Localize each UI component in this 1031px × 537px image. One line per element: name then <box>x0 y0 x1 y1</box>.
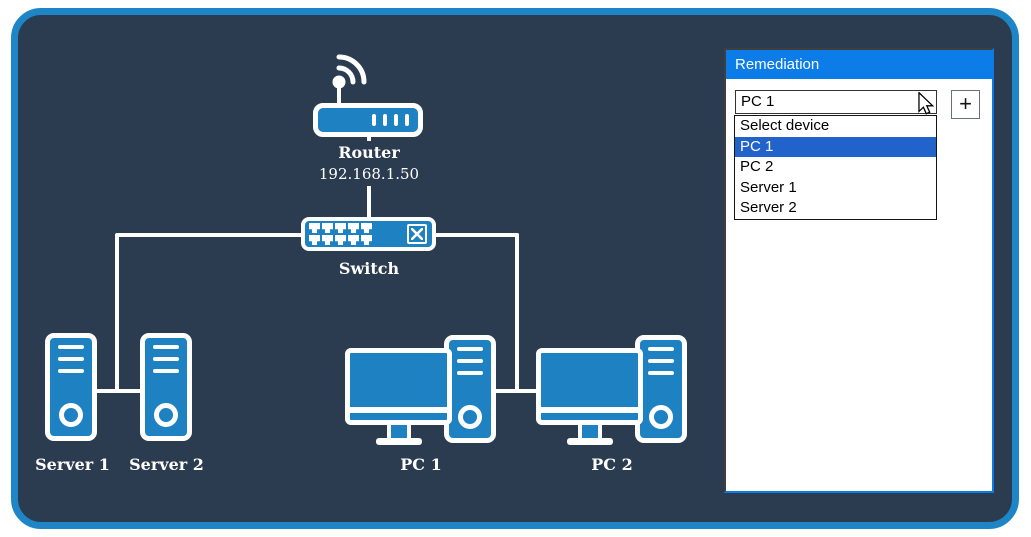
wire-left-vertical <box>115 233 119 393</box>
server2-icon[interactable] <box>140 333 192 441</box>
remediation-panel-header: Remediation <box>726 50 992 79</box>
server2-label: Server 2 <box>129 455 204 474</box>
option-pc1[interactable]: PC 1 <box>735 136 936 158</box>
option-pc2[interactable]: PC 2 <box>740 158 774 176</box>
switch-x-icon <box>407 224 427 244</box>
pc2-stand-base <box>567 438 613 445</box>
pc2-tower-icon[interactable] <box>635 335 687 443</box>
wire-switch-right-horizontal <box>432 233 519 237</box>
pc1-stand <box>387 425 411 440</box>
option-select-device[interactable]: Select device <box>740 117 830 134</box>
wire-servers <box>94 389 142 393</box>
option-server2[interactable]: Server 2 <box>740 199 797 217</box>
add-device-button[interactable]: + <box>951 90 980 119</box>
pc2-stand <box>578 425 602 440</box>
router-label-block: Router 192.168.1.50 <box>304 141 434 186</box>
pc1-stand-base <box>376 438 422 445</box>
option-server1[interactable]: Server 1 <box>740 178 797 196</box>
device-select-dropdown: Select device PC 1 PC 2 Server 1 Server … <box>734 115 937 220</box>
server2-power-icon <box>154 403 178 427</box>
router-ip: 192.168.1.50 <box>318 165 420 183</box>
device-select-value: PC 1 <box>741 93 775 110</box>
wire-switch-left-horizontal <box>116 233 306 237</box>
pc1-monitor-icon[interactable] <box>345 348 452 425</box>
switch-label: Switch <box>338 259 400 278</box>
wire-pcs <box>494 389 541 393</box>
router-icon[interactable] <box>313 103 423 137</box>
device-select[interactable]: PC 1 <box>735 90 937 114</box>
remediation-title: Remediation <box>735 56 820 73</box>
switch-icon[interactable] <box>301 217 436 251</box>
server1-icon[interactable] <box>45 333 97 441</box>
pc1-label: PC 1 <box>400 455 442 474</box>
wifi-signal-icon <box>332 54 367 89</box>
server1-power-icon <box>59 403 83 427</box>
pc2-label: PC 2 <box>591 455 633 474</box>
pc2-monitor-icon[interactable] <box>536 348 643 425</box>
wire-right-vertical <box>515 233 519 393</box>
server1-label: Server 1 <box>35 455 110 474</box>
pc1-tower-icon[interactable] <box>444 335 496 443</box>
router-label: Router <box>338 143 400 162</box>
router-antenna <box>337 84 341 106</box>
switch-ports <box>309 223 383 245</box>
